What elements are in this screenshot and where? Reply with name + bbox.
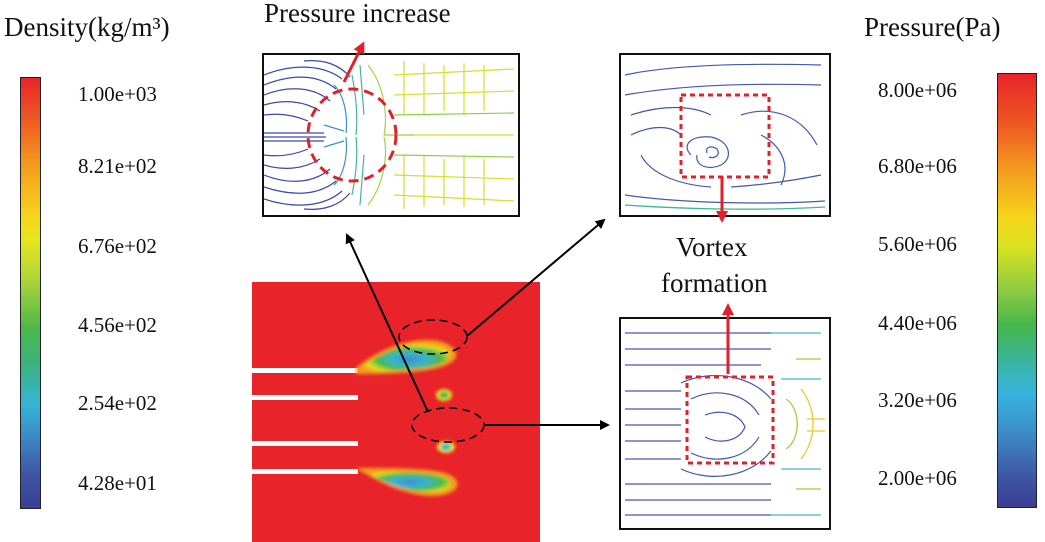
density-legend-title: Density(kg/m³) <box>4 12 170 42</box>
pressure-increase-label: Pressure increase <box>264 0 451 28</box>
pressure-increase-arrow-icon <box>342 41 365 83</box>
density-tick-3: 4.56e+02 <box>78 313 157 337</box>
pressure-tick-5: 2.00e+06 <box>878 466 957 490</box>
vortex-label-line1: Vortex <box>676 232 748 262</box>
pressure-tick-2: 5.60e+06 <box>878 232 957 256</box>
pressure-tick-4: 3.20e+06 <box>878 388 957 412</box>
density-colorbar <box>20 77 41 509</box>
vector-panel-vortex-bottom <box>619 317 831 530</box>
pressure-tick-3: 4.40e+06 <box>878 311 957 335</box>
callout-ellipse-lower <box>411 407 485 443</box>
density-tick-0: 1.00e+03 <box>78 82 157 106</box>
pressure-legend-title: Pressure(Pa) <box>864 12 1001 42</box>
vortex-label-line2: formation <box>661 268 768 298</box>
arrow-to-pressure-panel <box>345 233 429 413</box>
pressure-colorbar <box>997 73 1037 508</box>
density-tick-5: 4.28e+01 <box>78 471 157 495</box>
density-contour-panel <box>252 282 540 542</box>
density-tick-4: 2.54e+02 <box>78 391 157 415</box>
density-tick-2: 6.76e+02 <box>78 234 157 258</box>
callout-ellipse-upper <box>398 319 468 355</box>
density-tick-1: 8.21e+02 <box>78 154 157 178</box>
pressure-tick-0: 8.00e+06 <box>878 78 957 102</box>
arrow-to-vortex-top-panel <box>466 218 606 337</box>
vector-panel-pressure-increase <box>262 53 520 217</box>
pressure-tick-1: 6.80e+06 <box>878 154 957 178</box>
